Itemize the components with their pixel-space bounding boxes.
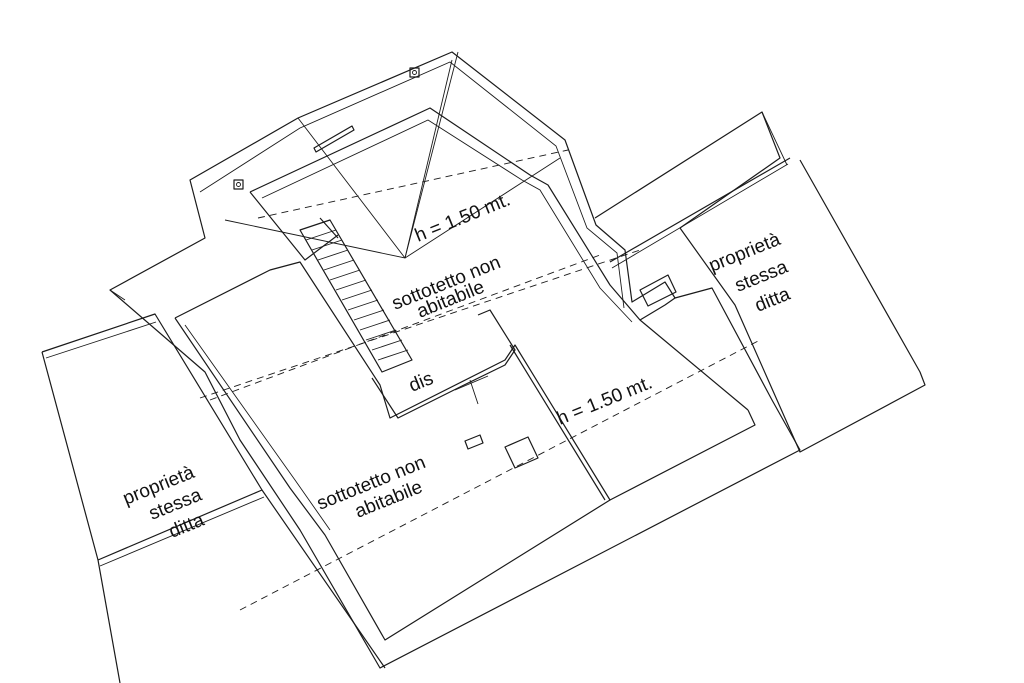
height-label-upper: h = 1.50 mt. [412,189,513,246]
room-outlines [174,107,756,641]
height-dashed-lines [199,149,761,611]
building-outer-walls [109,51,801,669]
stair [299,217,413,373]
room-labels: h = 1.50 mt. sottotetto non abitabile di… [120,189,794,542]
dis-label: dis [406,368,436,397]
dis-room [371,309,516,419]
left-property-annex [41,313,386,683]
fixtures [233,67,539,469]
roof-lines [224,51,561,259]
right-property-annex [594,111,926,453]
